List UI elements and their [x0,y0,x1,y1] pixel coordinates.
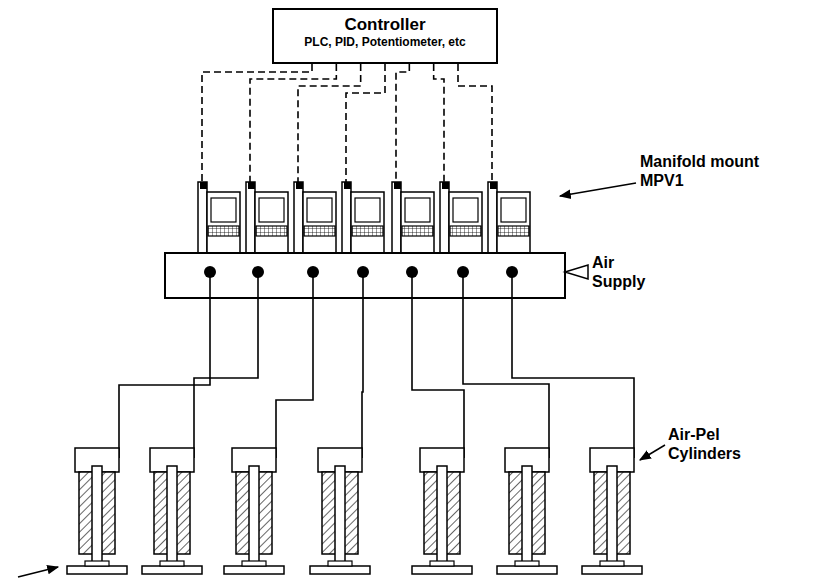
signal-wire [202,64,312,182]
signal-wire [346,64,385,182]
valve [342,182,384,253]
part-label: Manifold mount MPV1 [640,152,760,190]
air-cylinder [67,448,127,574]
node-text: PLC, PID, Potentiometer, etc [284,35,486,50]
node-title: Controller [284,14,486,35]
cylinder-row [67,448,642,574]
air-inlet-symbol [565,265,588,279]
valve [392,182,434,253]
air-cylinder [224,448,284,574]
control-wires [202,64,492,182]
air-cylinder [310,448,370,574]
valve [294,182,336,253]
signal-wire [250,64,336,182]
valve [440,182,482,253]
part-label: Air Supply [592,253,652,291]
valve-bank [198,182,530,253]
air-cylinder [582,448,642,574]
air-cylinder [142,448,202,574]
signal-wire [434,64,444,182]
air-cylinder [412,448,472,574]
valve [488,182,530,253]
valve [246,182,288,253]
signal-wire [458,64,492,182]
controller-box: ControllerPLC, PID, Potentiometer, etc [272,8,498,64]
signal-wire [298,64,361,182]
leader-line [640,445,665,460]
manifold-bar [165,253,565,298]
signal-wire [396,64,409,182]
leader-line [560,183,636,196]
air-lines [119,266,634,458]
valve [198,182,240,253]
part-label: Air-Pel Cylinders [668,425,758,463]
leader-line [18,567,58,577]
air-cylinder [497,448,557,574]
